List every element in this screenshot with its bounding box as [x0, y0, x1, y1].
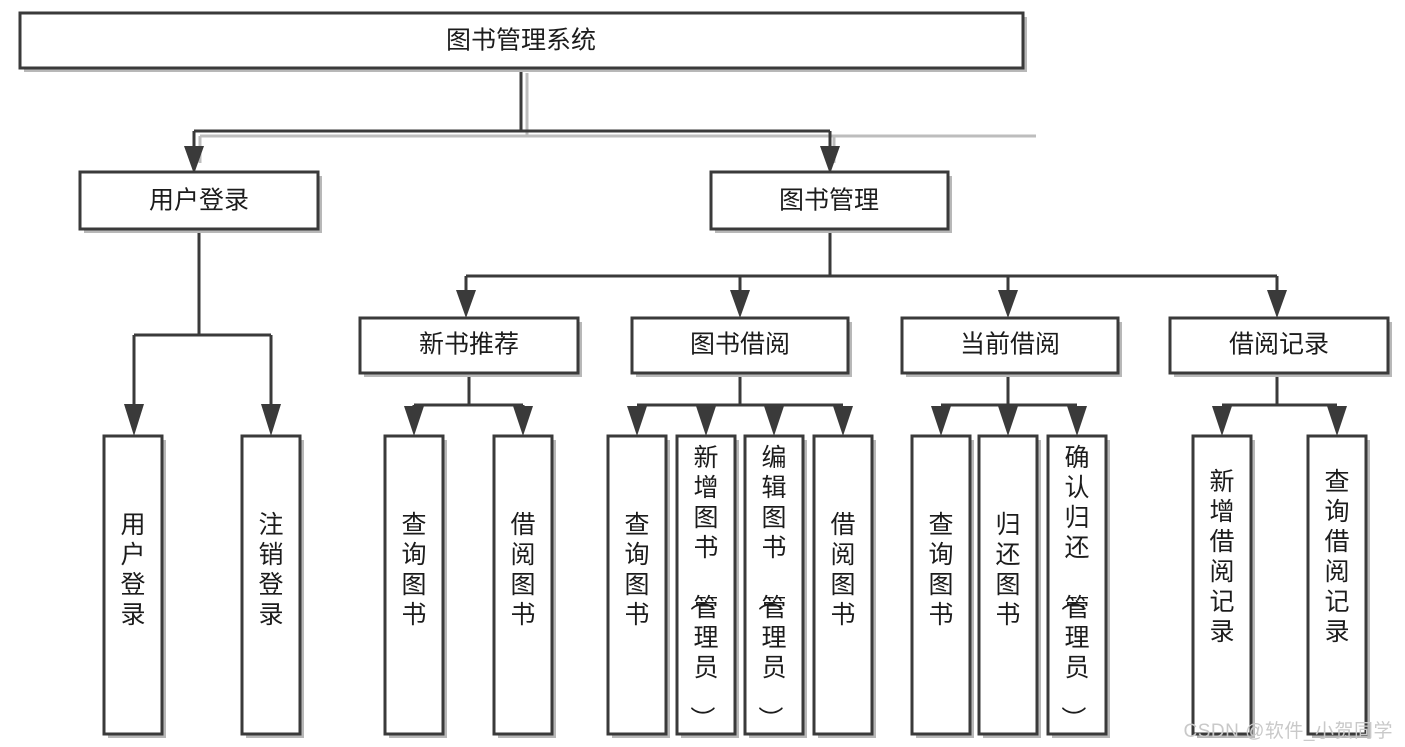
- node-user-login-box[interactable]: [78, 170, 320, 231]
- node-leaf-query-record[interactable]: 查询借阅记录: [1306, 434, 1370, 738]
- node-leaf-borrow-book-1-box[interactable]: [492, 434, 554, 736]
- node-leaf-borrow-book-1[interactable]: 借阅图书: [492, 434, 556, 738]
- node-leaf-logout-box[interactable]: [240, 434, 302, 736]
- node-book-manage-box[interactable]: [709, 170, 950, 231]
- node-leaf-logout-label: 注销登录: [258, 511, 283, 629]
- node-leaf-edit-book[interactable]: 编辑图书（管理员）: [743, 434, 807, 738]
- node-book-manage[interactable]: 图书管理: [709, 170, 952, 233]
- node-book-borrow-box[interactable]: [630, 316, 850, 375]
- arrow-head-user-login: [184, 146, 204, 174]
- arrow-head-book-borrow: [730, 290, 750, 318]
- node-leaf-add-book-label: 新增图书（管理员）: [687, 444, 718, 731]
- node-leaf-confirm-return[interactable]: 确认归还（管理员）: [1046, 434, 1110, 738]
- arrow-head-book-manage: [820, 146, 840, 174]
- node-borrow-record-box[interactable]: [1168, 316, 1390, 375]
- arrow-head-borrow-record: [1267, 290, 1287, 318]
- node-borrow-record[interactable]: 借阅记录: [1168, 316, 1392, 377]
- node-book-borrow-label: 图书借阅: [690, 331, 790, 359]
- node-leaf-borrow-book-2-box[interactable]: [812, 434, 874, 736]
- arrow-head-leaf-confirm-return: [1067, 406, 1087, 436]
- node-leaf-query-book-3-box[interactable]: [910, 434, 972, 736]
- node-new-book-recommend-box[interactable]: [358, 316, 580, 375]
- node-leaf-user-login[interactable]: 用户登录: [102, 434, 166, 738]
- node-leaf-return-book-label: 归还图书: [995, 511, 1020, 629]
- node-leaf-query-record-box[interactable]: [1306, 434, 1368, 736]
- node-leaf-return-book[interactable]: 归还图书: [977, 434, 1041, 738]
- arrow-head-leaf-query-record: [1327, 406, 1347, 436]
- node-leaf-query-book-1-label: 查询图书: [401, 511, 426, 629]
- node-book-borrow[interactable]: 图书借阅: [630, 316, 852, 377]
- node-leaf-add-record-box[interactable]: [1191, 434, 1253, 736]
- node-leaf-edit-book-label: 编辑图书（管理员）: [755, 444, 786, 731]
- node-root-label: 图书管理系统: [446, 27, 596, 55]
- node-new-book-recommend[interactable]: 新书推荐: [358, 316, 582, 377]
- arrow-head-leaf-user-login: [124, 404, 144, 436]
- node-leaf-return-book-box[interactable]: [977, 434, 1039, 736]
- node-current-borrow[interactable]: 当前借阅: [900, 316, 1122, 377]
- node-leaf-query-book-1[interactable]: 查询图书: [383, 434, 447, 738]
- arrow-head-leaf-edit-book: [764, 406, 784, 436]
- arrow-head-leaf-borrow-book-2: [833, 406, 853, 436]
- node-user-login-label: 用户登录: [149, 187, 249, 215]
- node-user-login[interactable]: 用户登录: [78, 170, 322, 233]
- node-leaf-user-login-label: 用户登录: [120, 511, 145, 629]
- node-leaf-user-login-box[interactable]: [102, 434, 164, 736]
- node-leaf-query-book-2[interactable]: 查询图书: [606, 434, 670, 738]
- edge-root-shadow: [198, 73, 1036, 163]
- node-borrow-record-label: 借阅记录: [1229, 331, 1329, 359]
- node-leaf-query-book-2-box[interactable]: [606, 434, 668, 736]
- node-leaf-confirm-return-label: 确认归还（管理员）: [1058, 444, 1089, 731]
- arrow-head-leaf-borrow-book-1: [513, 406, 533, 436]
- node-root[interactable]: 图书管理系统: [18, 11, 1027, 72]
- node-new-book-recommend-label: 新书推荐: [419, 331, 519, 359]
- node-leaf-confirm-return-box[interactable]: [1046, 434, 1108, 736]
- node-leaf-query-book-2-label: 查询图书: [624, 511, 649, 629]
- node-leaf-borrow-book-2-label: 借阅图书: [830, 511, 855, 629]
- node-leaf-query-book-3-label: 查询图书: [928, 511, 953, 629]
- arrow-head-leaf-query-book-2: [627, 406, 647, 436]
- arrow-head-leaf-return-book: [998, 406, 1018, 436]
- node-leaf-query-record-label: 查询借阅记录: [1324, 468, 1349, 646]
- node-leaf-logout[interactable]: 注销登录: [240, 434, 304, 738]
- node-current-borrow-box[interactable]: [900, 316, 1120, 375]
- node-leaf-query-book-1-box[interactable]: [383, 434, 445, 736]
- arrow-head-leaf-add-book: [696, 406, 716, 436]
- node-leaf-add-record-label: 新增借阅记录: [1209, 468, 1234, 646]
- node-leaf-add-book[interactable]: 新增图书（管理员）: [675, 434, 739, 738]
- node-leaf-borrow-book-2[interactable]: 借阅图书: [812, 434, 876, 738]
- edge-layer: [124, 68, 1347, 436]
- node-current-borrow-label: 当前借阅: [960, 331, 1060, 359]
- arrow-head-leaf-add-record: [1212, 406, 1232, 436]
- node-leaf-borrow-book-1-label: 借阅图书: [510, 511, 535, 629]
- node-leaf-edit-book-box[interactable]: [743, 434, 805, 736]
- node-root-box[interactable]: [18, 11, 1025, 70]
- node-book-manage-label: 图书管理: [779, 187, 879, 215]
- node-leaf-query-book-3[interactable]: 查询图书: [910, 434, 974, 738]
- arrow-head-leaf-query-book-1: [404, 406, 424, 436]
- arrow-head-current-borrow: [998, 290, 1018, 318]
- arrow-head-leaf-logout: [261, 404, 281, 436]
- node-leaf-add-book-box[interactable]: [675, 434, 737, 736]
- arrow-head-leaf-query-book-3: [931, 406, 951, 436]
- node-leaf-add-record[interactable]: 新增借阅记录: [1191, 434, 1255, 738]
- arrow-head-new-book: [456, 290, 476, 318]
